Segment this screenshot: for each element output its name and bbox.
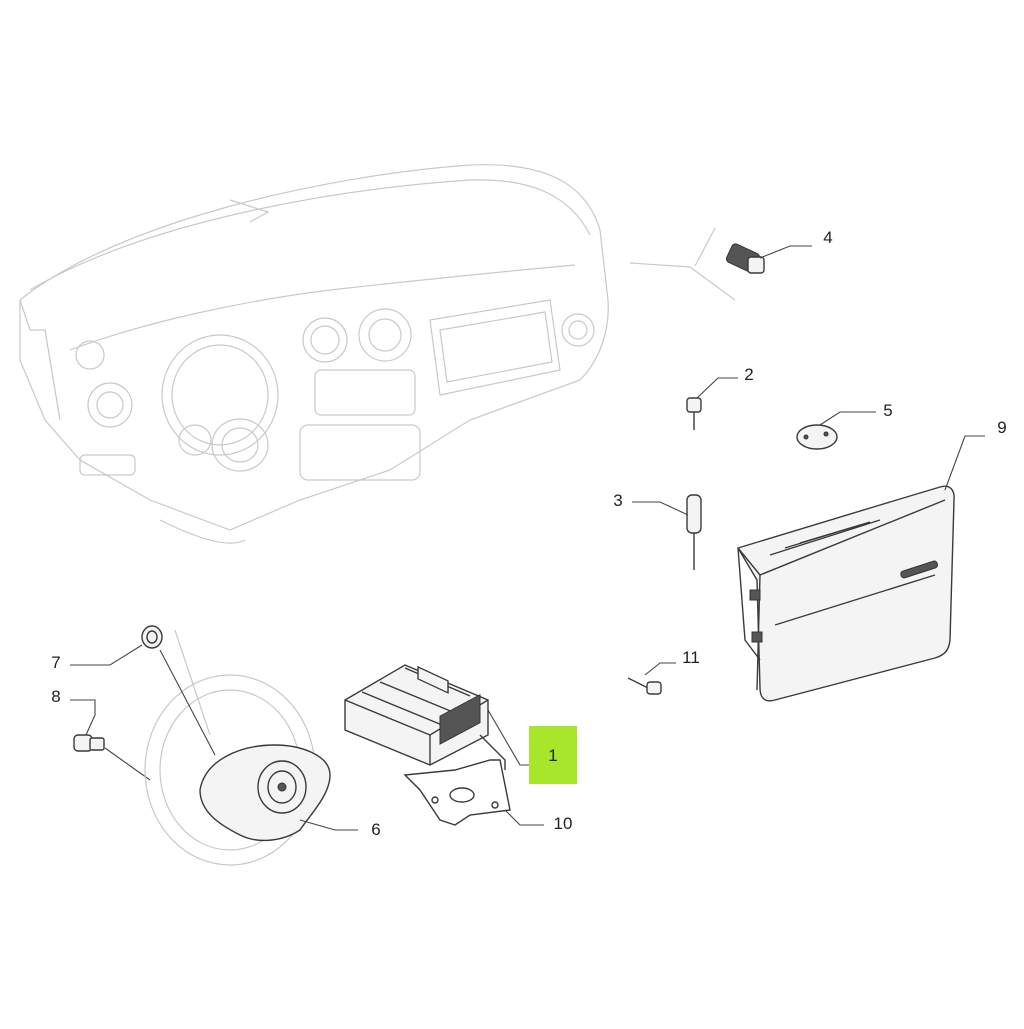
highlighted-callout-box: 1 [529, 726, 577, 784]
callout-9: 9 [997, 418, 1007, 437]
part-11-screw [627, 662, 676, 695]
part-8-bolt [70, 699, 151, 781]
part-10-bracket [403, 734, 544, 826]
dashboard-outline [19, 164, 609, 544]
callout-10: 10 [553, 814, 573, 833]
part-5-cap [796, 411, 876, 450]
part-2-bolt [686, 377, 738, 430]
callout-8: 8 [51, 687, 61, 706]
callout-1: 1 [548, 746, 558, 765]
part-1-control-unit [344, 664, 529, 766]
part-9-airbag-module [736, 435, 985, 702]
callout-3: 3 [613, 491, 623, 510]
callout-5: 5 [883, 401, 893, 420]
callout-4: 4 [823, 228, 833, 247]
part-6-steering-airbag [144, 629, 358, 866]
part-3-pin [632, 494, 702, 570]
callout-11: 11 [682, 648, 700, 667]
callout-7: 7 [51, 653, 61, 672]
part-7-nut [70, 625, 163, 666]
callout-2: 2 [744, 365, 754, 384]
callout-6: 6 [371, 820, 381, 839]
part-4-clip [629, 227, 812, 301]
